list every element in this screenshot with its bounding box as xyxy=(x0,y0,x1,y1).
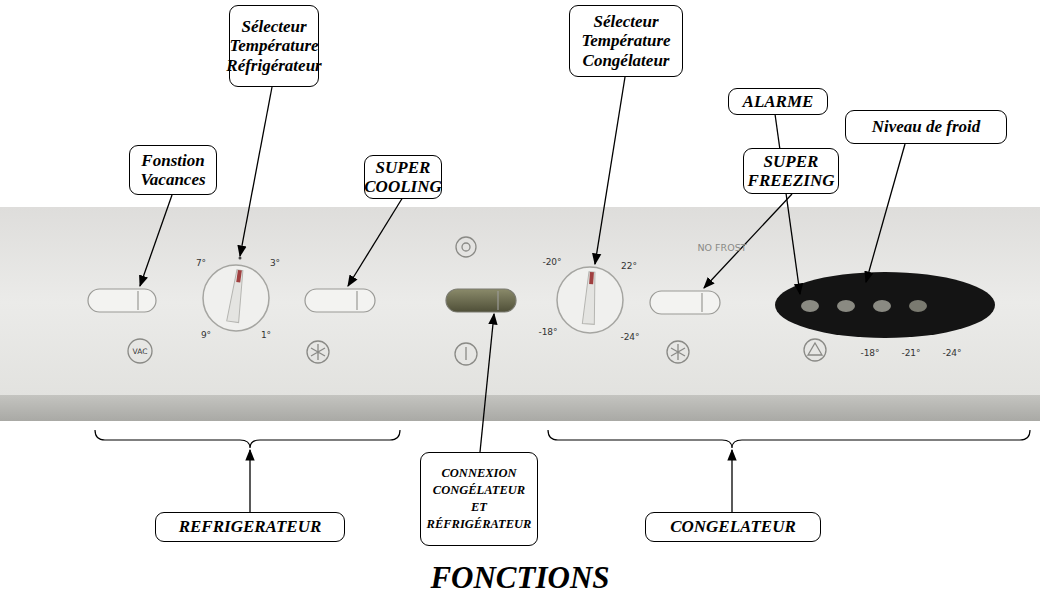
leader-lines xyxy=(140,77,905,512)
callout-box: Sélecteur Température Congélateur xyxy=(569,5,683,77)
text-group: ALARME xyxy=(743,92,814,111)
panel-icons xyxy=(128,237,826,365)
scale-mark: -18° xyxy=(860,348,879,358)
callout-text: Fonstion Vacances xyxy=(134,151,212,189)
callout-box: SUPER COOLING xyxy=(364,155,442,199)
callout-text: CONGELATEUR xyxy=(670,517,796,536)
scale-mark: 7° xyxy=(196,258,206,268)
scale-mark: 1° xyxy=(261,330,271,340)
text-group: Sélecteur Température Réfrigérateur xyxy=(226,17,321,74)
text-group: SUPER FREEZING xyxy=(748,152,835,190)
scale-mark: 3° xyxy=(270,258,280,268)
callout-box: SUPER FREEZING xyxy=(743,148,839,194)
push-buttons xyxy=(88,289,720,314)
panel-edge xyxy=(0,395,1040,421)
scale-mark: -18° xyxy=(538,327,557,337)
scale-mark: -21° xyxy=(901,348,920,358)
callout-text: REFRIGERATEUR xyxy=(179,517,322,536)
level-display xyxy=(775,272,995,338)
text-group: CONNEXION CONGÉLATEUR ET RÉFRIGÉRATEUR xyxy=(425,465,533,533)
scale-mark: 9° xyxy=(201,330,211,340)
callout-box: CONGELATEUR xyxy=(645,512,821,542)
callout-text: Sélecteur Température Congélateur xyxy=(574,12,678,69)
text-group: Sélecteur Température Congélateur xyxy=(574,12,678,69)
text-group: Niveau de froid xyxy=(872,117,981,136)
text-group: SUPER COOLING xyxy=(364,158,441,196)
diagram-title: FONCTIONS xyxy=(0,560,1040,596)
callout-text: ALARME xyxy=(743,92,814,111)
callout-box: REFRIGERATEUR xyxy=(155,512,345,542)
callout-text: SUPER COOLING xyxy=(364,158,441,196)
text-group: REFRIGERATEUR xyxy=(179,517,322,536)
scale-mark: -24° xyxy=(942,348,961,358)
callout-box: Niveau de froid xyxy=(845,110,1007,144)
panel-print: NO FROST xyxy=(698,242,747,253)
fridge-dial xyxy=(203,257,269,332)
group-braces xyxy=(95,430,1030,448)
callout-text: SUPER FREEZING xyxy=(748,152,835,190)
callout-text: Niveau de froid xyxy=(872,117,981,136)
freezer-dial xyxy=(557,267,623,333)
icon-text: VAC xyxy=(133,347,148,356)
scale-mark: -24° xyxy=(620,332,639,342)
callout-box: Sélecteur Température Réfrigérateur xyxy=(229,5,319,87)
connexion-button xyxy=(446,289,516,312)
callout-text: CONNEXION CONGÉLATEUR ET RÉFRIGÉRATEUR xyxy=(425,465,533,533)
callout-text: Sélecteur Température Réfrigérateur xyxy=(226,17,321,74)
panel-face xyxy=(0,207,1040,397)
text-group: Fonstion Vacances xyxy=(134,151,212,189)
callout-box: Fonstion Vacances xyxy=(129,145,217,195)
callout-box: ALARME xyxy=(728,88,828,115)
scale-mark: -20° xyxy=(542,257,561,267)
callout-box: CONNEXION CONGÉLATEUR ET RÉFRIGÉRATEUR xyxy=(420,452,538,546)
scale-mark: 22° xyxy=(621,261,637,271)
text-group: CONGELATEUR xyxy=(670,517,796,536)
